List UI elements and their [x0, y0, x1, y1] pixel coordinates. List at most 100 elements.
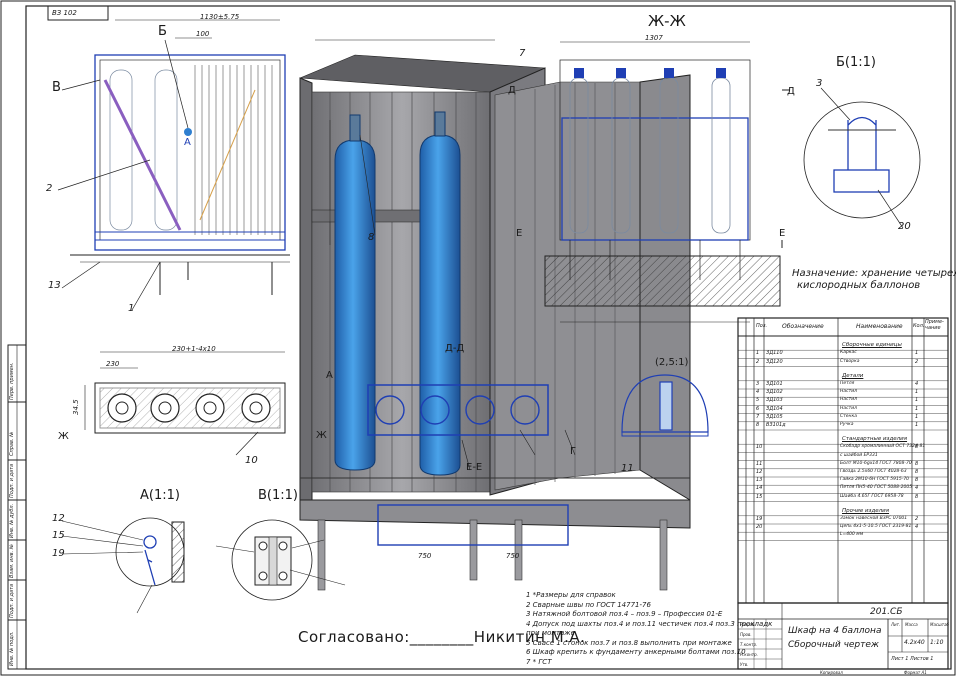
note-6: 6 Шкаф крепить к фундаменту анкерными бо… [526, 648, 746, 656]
spec-row-qty: 1 [915, 350, 919, 357]
spec-row-name: с шайбой ЕР331 [840, 452, 878, 458]
detail-25-title: (2,5:1) [655, 357, 689, 368]
tb-role-ncontrol: Н.контр. [740, 652, 758, 657]
spec-row-code: ВЗ101д [766, 422, 786, 428]
dim-lower-left: 750 [418, 552, 432, 560]
dim-bottom-first: 230 [106, 360, 120, 368]
spec-table-grid [737, 317, 949, 670]
tb-stage-scale: Масштаб [930, 622, 950, 627]
col-designation: Обозначение [782, 323, 824, 330]
callout-e: Е [516, 228, 523, 239]
spec-row-pos: 15 [756, 493, 763, 500]
spec-row-qty: 8 [915, 444, 919, 451]
section-ee-title: Е-Е [466, 462, 483, 473]
callout-zh-right: Ж [316, 430, 327, 441]
tb-role-check: Пров. [740, 632, 752, 637]
section-zz-title: Ж-Ж [648, 12, 686, 30]
col-pos: Поз. [756, 323, 768, 329]
spec-row-name: Настил [840, 397, 858, 403]
leader-3: 3 [816, 78, 823, 89]
spec-row-name: Гайка 2М10-6Н ГОСТ 5915-70 [840, 477, 910, 483]
note-5: 5 Свасе 1 стонок поз.7 и поз.8 выполнить… [526, 638, 732, 647]
corner-code: ВЗ 102 [52, 9, 77, 17]
detail-b-view [803, 87, 921, 229]
dim-top-width: 1130±5.75 [200, 13, 240, 21]
callout-v: В [52, 80, 61, 95]
spec-row-qty: 8 [915, 460, 919, 467]
spec-row-name: Настил [840, 389, 858, 395]
title-line2: Сборочный чертеж [788, 640, 880, 650]
spec-row-pos: 13 [756, 477, 763, 484]
spec-row-pos: 3 [756, 381, 760, 387]
spec-row-name: Петля [840, 381, 855, 386]
strip-label-2: Справ. № [9, 431, 15, 456]
tb-role-tcontrol: Т.контр. [740, 642, 758, 647]
callout-b: Б [158, 24, 167, 39]
detail-a-view [61, 517, 185, 614]
callout-a-plan: А [184, 137, 191, 148]
section-plan-strip [84, 351, 286, 456]
strip-label-7: Инв. № подл. [9, 631, 15, 667]
note-4: 4 Допуск под шахты поз.4 и поз.11 честич… [526, 619, 773, 628]
leader-6: 7 [519, 48, 526, 59]
spec-row-pos: 10 [756, 444, 763, 451]
spec-row-qty: 1 [915, 397, 919, 404]
leader-7: 8 [368, 232, 375, 243]
dim-bottom-strip: 230+1-4x10 [172, 345, 216, 353]
spec-row-pos: 5 [756, 397, 760, 404]
callout-a: А [326, 370, 333, 381]
strip-label-3: Подп. и дата [9, 463, 15, 498]
spec-row-qty: 2 [915, 516, 919, 522]
spec-row-pos: 20 [756, 524, 763, 531]
spec-row-name: Гвоздь 2.5х60 ГОСТ 4028-63 [840, 469, 907, 474]
spec-row-pos: 4 [756, 389, 760, 396]
tb-stage-mass: Масса [905, 622, 918, 627]
spec-row-code: ЗД103 [766, 397, 783, 404]
spec-row-qty: 8 [915, 493, 919, 500]
spec-row-pos: 12 [756, 469, 763, 475]
spec-row-qty: 1 [915, 413, 919, 420]
leader-1: 1 [128, 303, 135, 314]
spec-section-title: Стандартные изделия [842, 436, 908, 443]
strip-label-5: Взам. инв. № [9, 544, 15, 578]
bottom-format: Формат А1 [904, 670, 927, 675]
spec-row-name: Скобадр хромалинный ОСТ 7324-81 [840, 444, 926, 450]
spec-row-name: Каркас [840, 350, 857, 356]
spec-row-name: Створка [840, 358, 860, 364]
leader-13: 15 [52, 530, 65, 541]
doc-code: 201.СБ [870, 607, 903, 617]
spec-row-name: Болт М10-6gх14 ГОСТ 7808-70 [840, 460, 912, 466]
col-qty: Кол. [913, 323, 925, 329]
leader-10: 11 [621, 463, 634, 474]
leader-2: 2 [46, 183, 53, 194]
leader-11: 12 [52, 513, 65, 524]
col-name: Наименование [856, 323, 903, 330]
spec-row-name: Цепь 4х1-5-10.5 ГОСТ 2319-81 [840, 524, 912, 530]
spec-row-pos: 8 [756, 422, 760, 428]
callout-d: Д [508, 85, 516, 96]
spec-row-pos: 14 [756, 485, 763, 492]
sheet-scale: 1:10 [930, 639, 944, 646]
spec-section-title: Сборочные единицы [842, 342, 902, 349]
tb-role-approve: Утв. [740, 662, 749, 667]
spec-row-pos: 6 [756, 405, 760, 412]
spec-row-code: ЗД101 [766, 381, 783, 387]
spec-row-qty: 4 [915, 381, 919, 387]
tb-role-dev: Разраб. [740, 622, 756, 627]
spec-row-qty: 1 [915, 389, 919, 396]
dim-top-small: 100 [196, 30, 210, 38]
leader-8: 10 [245, 455, 258, 466]
spec-row-code: ЗД105 [766, 413, 783, 420]
spec-row-pos: 7 [756, 413, 760, 420]
note-2: 2 Сварные швы по ГОСТ 14771-76 [526, 600, 651, 609]
spec-section-title: Детали [842, 372, 864, 379]
leader-15: 19 [52, 548, 65, 559]
spec-row-name: L=400 мм [840, 532, 864, 538]
note-1: 1 *Размеры для справок [526, 591, 616, 599]
title-line1: Шкаф на 4 баллона [788, 626, 882, 636]
callout-zh-left: Ж [58, 431, 69, 442]
technical-notes: 1 *Размеры для справок 2 Сварные швы по … [526, 591, 772, 667]
plan-view-top-left [57, 19, 290, 311]
leader-19: 20 [898, 221, 911, 232]
section-dd-title: Д-Д [445, 343, 465, 354]
